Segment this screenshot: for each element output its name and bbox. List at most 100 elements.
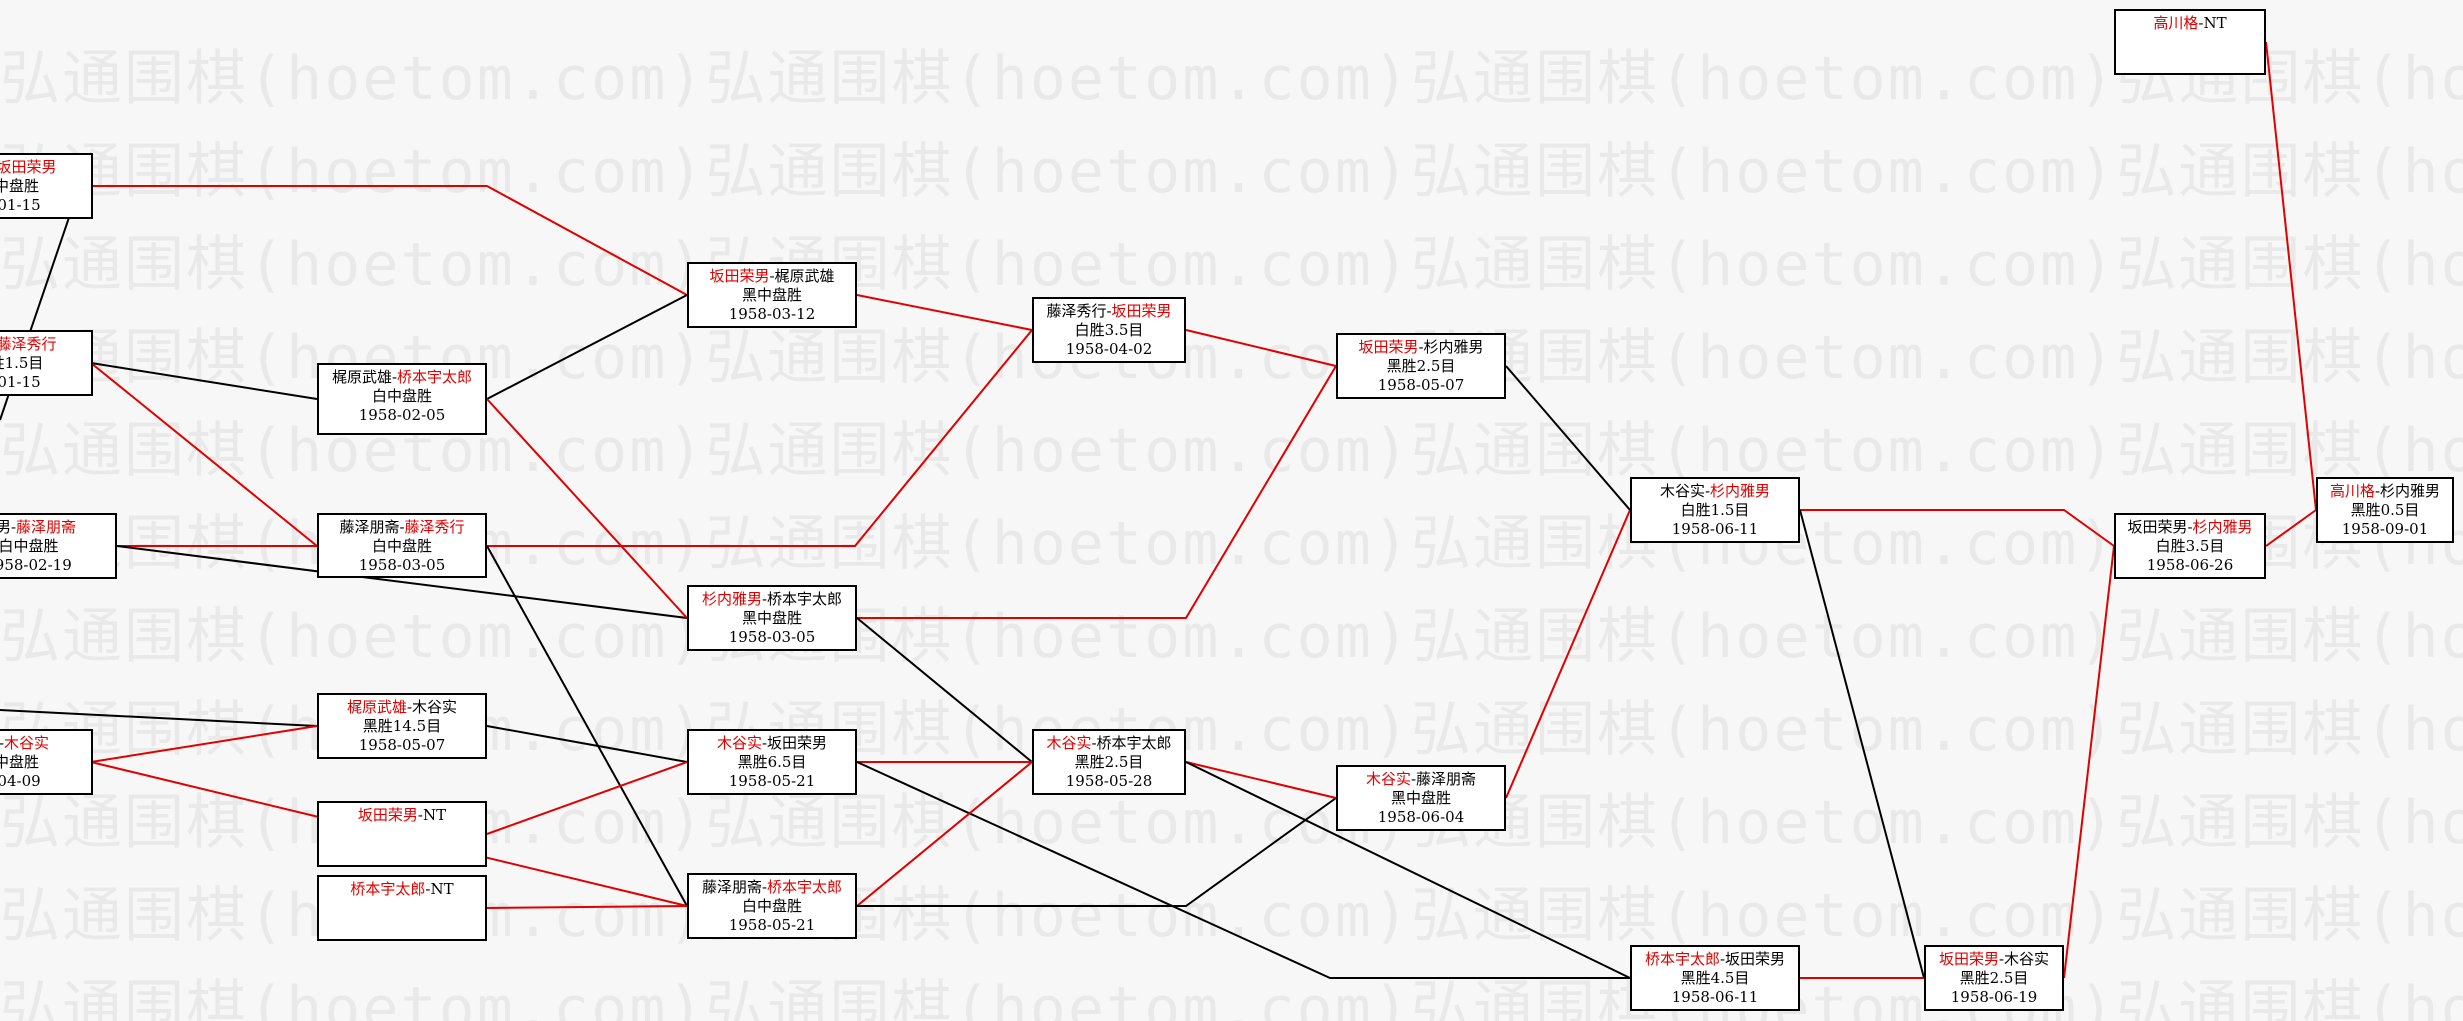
bracket-edge-r4a-r5a [1505,365,1631,511]
game-players: 坂田荣男-杉内雅男 [1338,338,1504,357]
game-date: 1958-06-04 [1377,808,1465,826]
player-black: 坂田荣男 [1938,950,1999,968]
player-white: 杉内雅男 [2192,518,2253,536]
player-separator: - [417,806,423,824]
player-black: 高川格 [2329,482,2375,500]
bracket-edge-r3b-r5b [1185,761,1631,979]
game-result: 黑胜2.5目 [1074,753,1144,771]
bracket-edge-r3a-r4a [1185,329,1337,367]
player-white: 坂田荣男 [1725,950,1786,968]
bracket-edge-r1c-r2c [486,725,688,763]
player-white: 桥本宇太郎 [767,878,843,896]
bracket-edge-r2d-r3b [856,761,1033,907]
bracket-edge-r1b-r3a [487,329,1033,547]
game-box[interactable]: 雅男-藤泽朋斋白中盘胜1958-02-19 [0,513,117,579]
game-box[interactable]: 高川格-NT [2114,9,2266,75]
bracket-edge-r7a-r8a [2265,509,2317,547]
game-result: 黑中盘胜 [741,609,802,627]
game-date: 1958-02-05 [358,406,446,424]
bracket-edge-r7b-r8a [2265,41,2317,511]
game-result: 中盘胜 [0,753,39,771]
player-white: NT [422,806,447,824]
game-result: 黑胜0.5目 [2350,501,2420,519]
game-players: 木谷实-杉内雅男 [1632,482,1798,501]
player-white: 坂田荣男 [767,734,828,752]
player-white: 梶原武雄 [774,267,835,285]
player-black: 梶原武雄 [346,698,407,716]
game-box[interactable]: 坂田荣男-NT [317,801,487,867]
game-date: 1958-05-07 [358,736,446,754]
bracket-edge-r1e-r2d [486,905,688,909]
game-result: 白胜3.5目 [1074,321,1144,339]
player-black: 桥本宇太郎 [350,880,426,898]
player-white: 桥本宇太郎 [767,590,843,608]
player-black: 坂田荣男 [709,267,770,285]
game-players: 藤泽朋斋-桥本宇太郎 [689,878,855,897]
player-separator: - [399,518,405,536]
game-box[interactable]: 桥本宇太郎-NT [317,875,487,941]
game-date: -01-15 [0,196,41,214]
game-date: 1958-05-21 [728,772,816,790]
game-players: 行-坂田荣男 [0,158,91,177]
game-date: 1958-06-19 [1950,988,2038,1006]
game-result: 白中盘胜 [371,387,432,405]
bracket-edge-r1a-r2a [486,294,688,400]
bracket-edge-r5a-r7a [1800,509,2115,547]
game-box[interactable]: 行-木谷实中盘胜-04-09 [0,729,93,795]
game-result: 黑胜2.5目 [1386,357,1456,375]
game-box[interactable]: 郎-藤泽秀行胜1.5目-01-15 [0,330,93,396]
player-white: 木谷实 [2004,950,2050,968]
game-result: 白胜3.5目 [2155,537,2225,555]
bracket-edge-r2b-r4a [857,365,1337,619]
game-result: 白中盘胜 [371,537,432,555]
player-separator: - [1704,482,1711,500]
player-white: 杉内雅男 [2380,482,2441,500]
game-box[interactable]: 行-坂田荣男中盘胜-01-15 [0,153,93,219]
player-separator: - [1418,338,1424,356]
game-result: 白中盘胜 [741,897,802,915]
game-date: 1958-05-07 [1377,376,1465,394]
player-separator: - [1091,734,1097,752]
game-date: 1958-05-21 [728,916,816,934]
player-separator: - [0,734,4,752]
player-white: 藤泽秀行 [404,518,465,536]
bracket-edge-r2a-r3a [856,294,1033,331]
player-black: 雅男 [0,518,11,536]
player-black: 坂田荣男 [357,806,418,824]
player-black: 坂田荣男 [1358,338,1419,356]
bracket-edge-r5a-r6a [1799,509,1925,979]
bracket-edge-r1d-r2c [486,761,688,835]
game-date: -04-09 [0,772,41,790]
player-black: 梶原武雄 [331,368,392,386]
game-result: 中盘胜 [0,177,39,195]
game-players: 桥本宇太郎-坂田荣男 [1632,950,1798,969]
game-date: 1958-06-26 [2146,556,2234,574]
player-white: 桥本宇太郎 [1096,734,1172,752]
game-players: 藤泽朋斋-藤泽秀行 [319,518,485,537]
player-separator: - [391,368,398,386]
game-players: 木谷实-坂田荣男 [689,734,855,753]
player-separator: - [1106,302,1112,320]
bracket-edge-r1a-r2b [486,398,688,619]
bracket-edge-r2b-r3b [856,617,1033,763]
player-separator: - [1998,950,2005,968]
game-players: 木谷实-藤泽朋斋 [1338,770,1504,789]
player-white: 木谷实 [4,734,50,752]
